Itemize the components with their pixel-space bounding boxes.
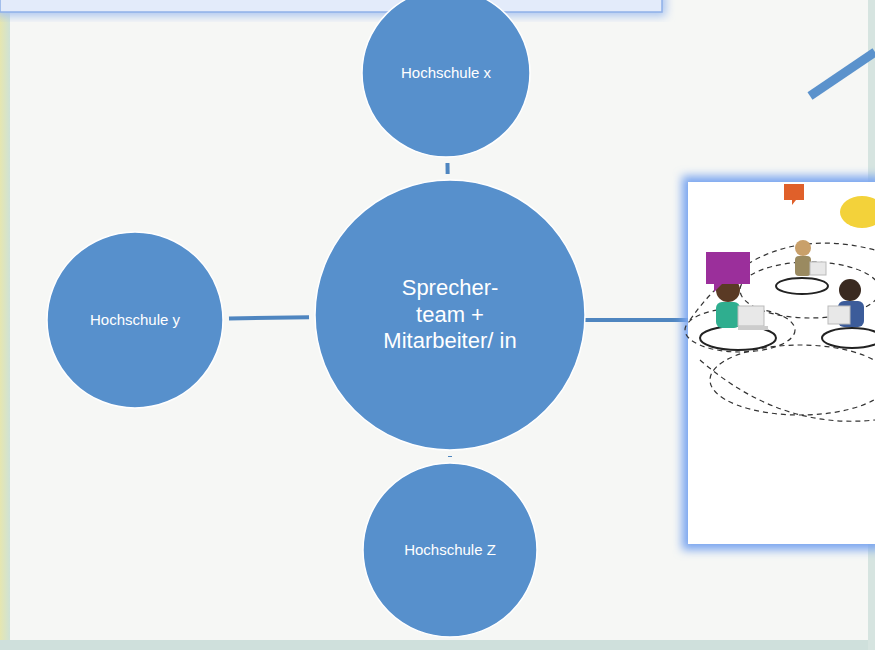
node-label: Hochschule y [85, 311, 185, 329]
connector-line [445, 163, 449, 174]
text-holder: Hochschule y [45, 230, 225, 410]
node-label: Sprecher- team + Mitarbeiter/ in [380, 275, 520, 354]
text-holder: Sprecher- team + Mitarbeiter/ in [313, 178, 587, 452]
connector-line [229, 317, 309, 318]
text-holder: Hochschule x [360, 0, 532, 159]
text-holder: Hochschule Z [361, 461, 539, 639]
connector-line [448, 456, 452, 457]
circle-node: Sprecher- team + Mitarbeiter/ in [313, 178, 587, 452]
circle-node: Hochschule y [45, 230, 225, 410]
node-label: Hochschule x [396, 64, 496, 82]
node-label: Hochschule Z [400, 541, 500, 559]
circle-node: Hochschule Z [361, 461, 539, 639]
circle-node: Hochschule x [360, 0, 532, 159]
